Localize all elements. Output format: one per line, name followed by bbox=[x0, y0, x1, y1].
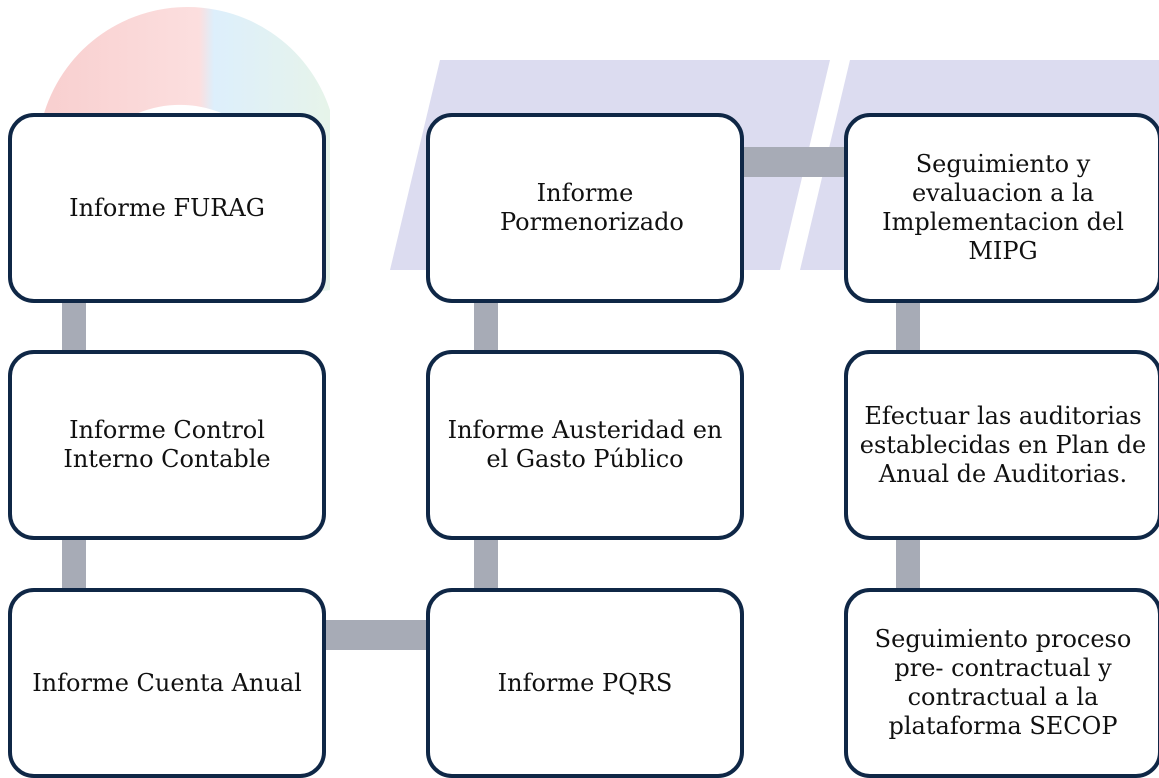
box-informe-cuenta-anual: Informe Cuenta Anual bbox=[8, 588, 326, 778]
box-label: Seguimiento y evaluacion a la Implementa… bbox=[882, 150, 1124, 265]
box-label: Informe FURAG bbox=[69, 193, 265, 222]
connector-mipg-auditorias bbox=[896, 300, 920, 352]
box-informe-austeridad: Informe Austeridad en el Gasto Público bbox=[426, 350, 744, 540]
connector-cuenta-pqrs bbox=[322, 620, 430, 650]
box-label: Informe Control Interno Contable bbox=[63, 416, 271, 473]
connector-pqrs-austeridad bbox=[474, 538, 498, 590]
box-seguimiento-secop: Seguimiento proceso pre- contractual y c… bbox=[844, 588, 1159, 778]
box-label: Informe Pormenorizado bbox=[500, 179, 684, 236]
box-informe-pqrs: Informe PQRS bbox=[426, 588, 744, 778]
box-informe-control-interno-contable: Informe Control Interno Contable bbox=[8, 350, 326, 540]
box-label: Informe PQRS bbox=[497, 668, 673, 697]
box-label: Efectuar las auditorias establecidas en … bbox=[859, 401, 1147, 488]
box-label: Seguimiento proceso pre- contractual y c… bbox=[874, 625, 1132, 740]
box-label: Informe Cuenta Anual bbox=[32, 668, 302, 697]
connector-control-cuenta bbox=[62, 538, 86, 590]
connector-auditorias-secop bbox=[896, 538, 920, 590]
box-label: Informe Austeridad en el Gasto Público bbox=[447, 416, 723, 473]
connector-pormenorizado-mipg bbox=[740, 147, 848, 177]
box-informe-pormenorizado: Informe Pormenorizado bbox=[426, 113, 744, 303]
box-informe-furag: Informe FURAG bbox=[8, 113, 326, 303]
connector-furag-control bbox=[62, 300, 86, 352]
box-efectuar-auditorias: Efectuar las auditorias establecidas en … bbox=[844, 350, 1159, 540]
connector-austeridad-pormenorizado bbox=[474, 300, 498, 352]
box-seguimiento-mipg: Seguimiento y evaluacion a la Implementa… bbox=[844, 113, 1159, 303]
